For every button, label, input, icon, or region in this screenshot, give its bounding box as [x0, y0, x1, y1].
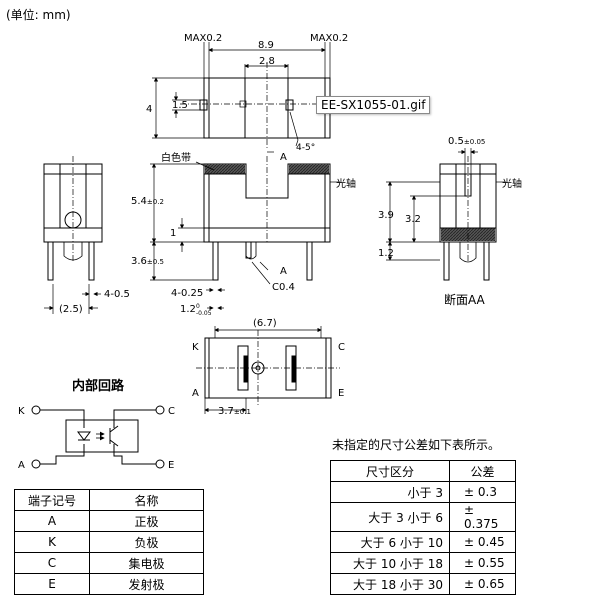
- circuit-package: [65, 419, 139, 453]
- terminal-c: [155, 405, 165, 415]
- terminal-header-name: 名称: [89, 489, 204, 511]
- tolerance-value: ± 0.375: [449, 502, 516, 532]
- bottom-pin-c: C: [338, 342, 345, 353]
- tolerance-table-header: 尺寸区分 公差: [330, 460, 516, 482]
- tolerance-range: 大于 6 小于 10: [330, 531, 450, 553]
- slot-05-label: 0.5±0.05: [448, 136, 485, 147]
- max-right-label: MAX0.2: [310, 33, 348, 44]
- terminal-symbol: K: [14, 531, 90, 553]
- table-row: 大于 6 小于 10± 0.45: [330, 531, 516, 553]
- image-filename-tooltip: EE-SX1055-01.gif: [316, 96, 431, 114]
- unit-label: (单位: mm): [6, 8, 71, 22]
- pitch-25-label: (2.5): [59, 304, 83, 315]
- top-view-left-notch: [199, 99, 208, 111]
- table-row: 大于 10 小于 18± 0.55: [330, 552, 516, 574]
- terminal-header-symbol: 端子记号: [14, 489, 90, 511]
- circuit-c: C: [168, 406, 175, 417]
- optical-axis-side-label: 光轴: [502, 177, 522, 190]
- terminal-symbol: E: [14, 573, 90, 595]
- bottom-view: [196, 326, 340, 414]
- terminal-symbol: A: [14, 510, 90, 532]
- max-left-label: MAX0.2: [184, 33, 222, 44]
- circuit-k: K: [18, 406, 25, 417]
- height-15-label: 1.5: [172, 100, 188, 111]
- terminal-name: 集电极: [89, 552, 204, 574]
- width-12-tol-up: 0: [196, 303, 200, 310]
- front-pin-1: [212, 241, 219, 281]
- circuit-e: E: [168, 460, 174, 471]
- bottom-pin-a: A: [192, 388, 199, 399]
- width-12-tol-dn: -0.05: [196, 310, 212, 317]
- front-pin-2: [245, 241, 252, 259]
- optical-axis-front-label: 光轴: [336, 177, 356, 190]
- height-12-label: 1.2: [378, 248, 394, 259]
- section-a-top-label: A: [280, 152, 287, 163]
- width-28-label: 2.8: [259, 56, 275, 67]
- height-54-label: 5.4±0.2: [131, 196, 164, 207]
- section-slot: [464, 173, 472, 197]
- bottom-pin-k: K: [192, 342, 199, 353]
- table-row: 大于 3 小于 6± 0.375: [330, 502, 516, 532]
- tolerance-value: ± 0.65: [449, 573, 516, 595]
- angle-label: 4-5°: [296, 143, 315, 153]
- tolerance-range: 大于 10 小于 18: [330, 552, 450, 574]
- section-aa-view: [386, 148, 506, 281]
- height-4-label: 4: [146, 104, 152, 115]
- terminal-k: [31, 405, 41, 415]
- pins-025-label: 4-0.25: [171, 288, 203, 299]
- height-39-label: 3.9: [378, 210, 394, 221]
- top-view-right-notch: [285, 99, 294, 111]
- terminal-name: 负极: [89, 531, 204, 553]
- terminal-name: 发射极: [89, 573, 204, 595]
- tolerance-header-value: 公差: [449, 460, 516, 482]
- chamfer-label: C0.4: [272, 282, 295, 293]
- terminal-name: 正极: [89, 510, 204, 532]
- tolerance-table: 尺寸区分 公差 小于 3± 0.3 大于 3 小于 6± 0.375 大于 6 …: [330, 460, 516, 595]
- bottom-pin-e: E: [338, 388, 344, 399]
- height-32-label: 3.2: [405, 214, 421, 225]
- internal-circuit: [31, 405, 165, 469]
- tolerance-value: ± 0.3: [449, 481, 516, 503]
- tolerance-range: 小于 3: [330, 481, 450, 503]
- tolerance-header-range: 尺寸区分: [330, 460, 450, 482]
- width-67-label: (6.7): [253, 318, 277, 329]
- height-1-label: 1: [170, 228, 176, 239]
- table-row: 小于 3± 0.3: [330, 481, 516, 503]
- led-symbol: [77, 431, 91, 441]
- tolerance-value: ± 0.55: [449, 552, 516, 574]
- width-12-label: 1.2: [180, 304, 196, 315]
- section-a-bottom-label: A: [280, 266, 287, 277]
- terminal-symbol: C: [14, 552, 90, 574]
- table-row: 大于 18 小于 30± 0.65: [330, 573, 516, 595]
- pins-left-label: 4-0.5: [104, 289, 130, 300]
- front-view: [150, 151, 340, 311]
- front-pin-3: [306, 241, 313, 281]
- white-band-label: 白色带: [161, 151, 191, 164]
- tolerance-value: ± 0.45: [449, 531, 516, 553]
- width-89-label: 8.9: [258, 40, 274, 51]
- terminal-table-header: 端子记号 名称: [14, 489, 204, 511]
- section-aa-title: 断面AA: [444, 292, 486, 307]
- terminal-e: [155, 459, 165, 469]
- tolerance-range: 大于 18 小于 30: [330, 573, 450, 595]
- tolerance-range: 大于 3 小于 6: [330, 502, 450, 532]
- height-36-label: 3.6±0.5: [131, 256, 164, 267]
- left-side-view: [43, 156, 103, 314]
- white-band-marker: [205, 164, 245, 174]
- width-37-label: 3.7±0.1: [218, 406, 251, 417]
- circuit-title: 内部回路: [72, 378, 125, 394]
- circuit-a: A: [18, 460, 25, 471]
- terminal-a: [31, 459, 41, 469]
- tolerance-caption: 未指定的尺寸公差如下表所示。: [332, 438, 501, 452]
